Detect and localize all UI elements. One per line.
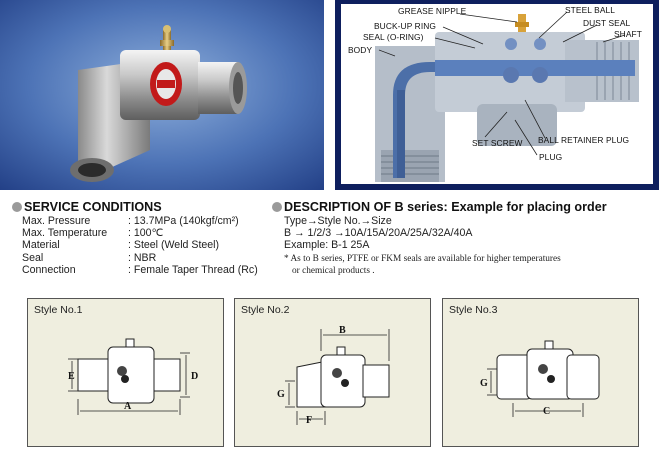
- order-format: Type→Style No.→Size: [284, 215, 392, 227]
- label-buckup-ring: BUCK-UP RING: [374, 21, 437, 31]
- spec-value: : Steel (Weld Steel): [128, 239, 220, 252]
- label-shaft: SHAFT: [614, 29, 642, 39]
- style-2-panel: Style No.2 B G F: [234, 298, 431, 447]
- label-body: BODY: [348, 45, 373, 55]
- spec-label: Seal: [22, 251, 44, 264]
- label-ball-retainer-plug: BALL RETAINER PLUG: [538, 135, 630, 145]
- spec-row: Material : Steel (Weld Steel): [22, 239, 258, 251]
- cutaway-diagram: GREASE NIPPLE STEEL BALL BUCK-UP RING DU…: [335, 0, 659, 190]
- spec-value: : NBR: [128, 251, 157, 264]
- order-options: B → 1/2/3 →10A/15A/20A/25A/32A/40A: [284, 227, 473, 240]
- label-grease-nipple: GREASE NIPPLE: [398, 6, 467, 16]
- service-conditions-heading: SERVICE CONDITIONS: [12, 200, 162, 214]
- description-heading: DESCRIPTION OF B series: Example for pla…: [272, 200, 607, 214]
- dim-a: A: [124, 401, 132, 412]
- seal-note-line: or chemical products .: [292, 265, 375, 276]
- spec-value: : 13.7MPa (140kgf/cm²): [128, 215, 239, 227]
- seal-note: * As to B series, PTFE or FKM seals are …: [284, 254, 561, 277]
- style-1-title: Style No.1: [34, 304, 83, 316]
- seal-note-line: * As to B series, PTFE or FKM seals are …: [284, 254, 561, 264]
- style-3-drawing: G C: [480, 340, 600, 417]
- description-body: Type→Style No.→Size B → 1/2/3 →10A/15A/2…: [284, 215, 472, 252]
- spec-value: : 100℃: [128, 227, 164, 240]
- spec-label: Material: [22, 239, 60, 252]
- swivel-joint-photo: [0, 0, 324, 190]
- label-set-screw: SET SCREW: [472, 138, 523, 148]
- order-example: Example: B-1 25A: [284, 239, 370, 252]
- spec-label: Max. Temperature: [22, 227, 108, 240]
- spec-label: Max. Pressure: [22, 215, 91, 227]
- dim-g: G: [480, 378, 488, 389]
- bullet-icon: [12, 202, 22, 212]
- spec-label: Connection: [22, 263, 76, 276]
- dim-f: F: [306, 415, 312, 426]
- style-2-drawing: B G F: [277, 325, 390, 426]
- style-3-panel: Style No.3 G C: [442, 298, 639, 447]
- style-1-panel: Style No.1 E D A: [27, 298, 224, 447]
- label-dust-seal: DUST SEAL: [583, 18, 631, 28]
- label-plug: PLUG: [539, 152, 563, 162]
- bullet-icon: [272, 202, 282, 212]
- style-3-title: Style No.3: [449, 304, 498, 316]
- spec-row: Max. Temperature : 100℃: [22, 227, 258, 239]
- spec-row: Seal : NBR: [22, 252, 258, 264]
- dim-d: D: [191, 371, 198, 382]
- label-seal-oring: SEAL (O-RING): [363, 32, 424, 42]
- dim-c: C: [543, 406, 550, 417]
- dim-g: G: [277, 389, 285, 400]
- cutaway-drawing: [341, 4, 653, 184]
- product-photo: [0, 0, 324, 190]
- style-2-title: Style No.2: [241, 304, 290, 316]
- service-conditions-table: Max. Pressure : 13.7MPa (140kgf/cm²) Max.…: [22, 215, 258, 276]
- dim-b: B: [339, 325, 346, 336]
- label-steel-ball: STEEL BALL: [565, 5, 616, 15]
- spec-row: Max. Pressure : 13.7MPa (140kgf/cm²): [22, 215, 258, 227]
- style-1-drawing: E D A: [68, 338, 198, 415]
- spec-row: Connection : Female Taper Thread (Rc): [22, 264, 258, 276]
- dim-e: E: [68, 371, 75, 382]
- spec-value: : Female Taper Thread (Rc): [128, 263, 258, 276]
